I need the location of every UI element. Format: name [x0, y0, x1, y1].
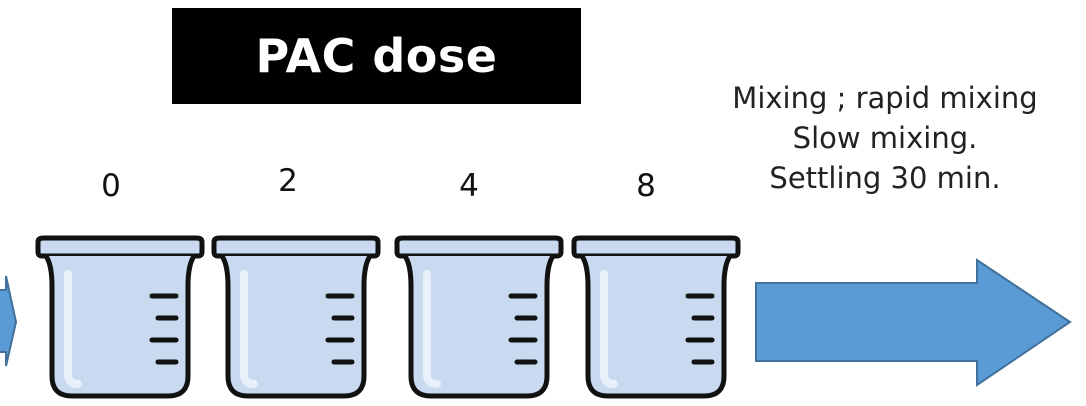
- instruction-line-2: Slow mixing.: [792, 121, 978, 155]
- instruction-line-1: Mixing ; rapid mixing: [732, 81, 1038, 115]
- dose-label-0: 0: [101, 168, 121, 204]
- beaker-icon: [574, 238, 738, 396]
- dose-label-4: 4: [459, 168, 479, 204]
- beaker-icon: [397, 238, 561, 396]
- instruction-line-3: Settling 30 min.: [769, 161, 1001, 195]
- beaker-icon: [214, 238, 378, 396]
- diagram-title: PAC dose: [255, 29, 498, 83]
- beaker-icon: [38, 238, 202, 396]
- dose-label-8: 8: [636, 168, 656, 204]
- dose-label-2: 2: [278, 163, 298, 199]
- left-arrow-icon: [0, 275, 18, 367]
- title-box: PAC dose: [172, 8, 581, 104]
- right-arrow-icon: [755, 258, 1072, 387]
- process-instructions: Mixing ; rapid mixing Slow mixing. Settl…: [690, 78, 1080, 198]
